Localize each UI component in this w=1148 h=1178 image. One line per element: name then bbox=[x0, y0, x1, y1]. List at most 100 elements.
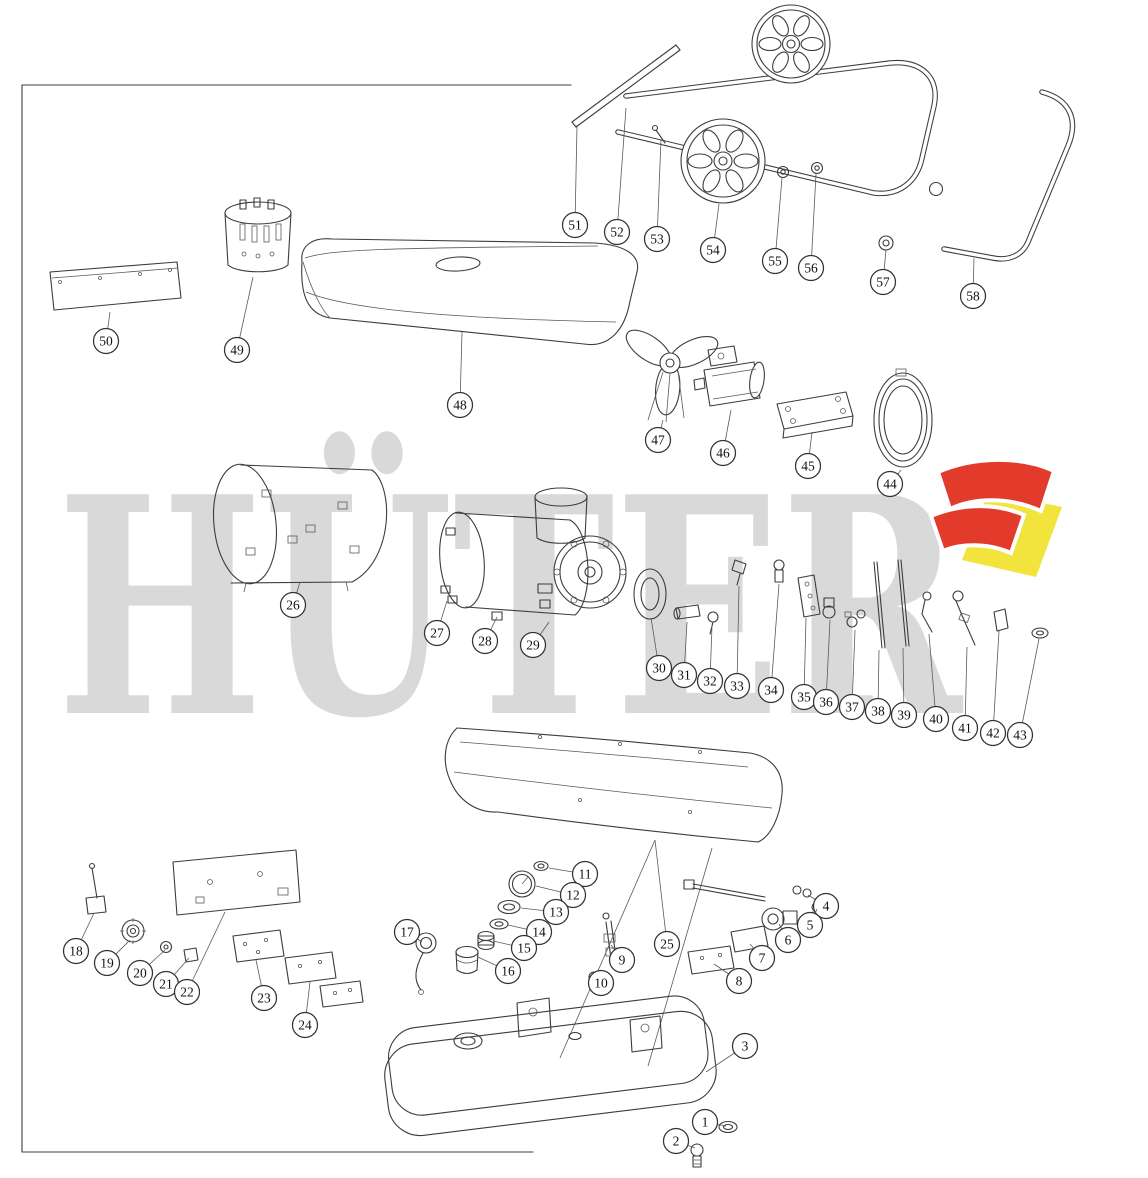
callout-4: 4 bbox=[807, 892, 840, 920]
callout-circle bbox=[587, 969, 615, 997]
callout-circle bbox=[709, 439, 737, 467]
callout-18: 18 bbox=[62, 912, 95, 965]
callout-22: 22 bbox=[173, 911, 226, 1006]
combustion-insert-part bbox=[224, 197, 292, 273]
callout-circle bbox=[92, 327, 120, 355]
callout-17: 17 bbox=[393, 918, 423, 946]
callout-number: 34 bbox=[764, 683, 778, 698]
leader-line bbox=[770, 583, 780, 691]
callout-circle bbox=[519, 631, 547, 659]
callout-number: 24 bbox=[298, 1018, 312, 1033]
callout-circle bbox=[223, 336, 251, 364]
fan-part bbox=[625, 329, 719, 423]
logo-red-band-top bbox=[935, 457, 1057, 514]
leader-line bbox=[964, 646, 968, 729]
callout-circle bbox=[423, 619, 451, 647]
burner-chamber-assembly bbox=[439, 487, 627, 621]
leader-line bbox=[810, 173, 817, 269]
callout-number: 7 bbox=[759, 951, 766, 966]
watermark: HÜTER bbox=[57, 427, 965, 784]
logo-red-band-bottom bbox=[928, 504, 1027, 556]
callout-16: 16 bbox=[477, 956, 522, 985]
callout-15: 15 bbox=[492, 934, 538, 962]
callout-41: 41 bbox=[951, 646, 979, 742]
lower-shell-part bbox=[444, 727, 783, 843]
knob-part bbox=[878, 235, 894, 251]
callout-number: 52 bbox=[610, 225, 624, 240]
callout-21: 21 bbox=[152, 957, 190, 998]
callout-circle bbox=[93, 949, 121, 977]
callout-29: 29 bbox=[519, 621, 550, 659]
power-cord-coil-part bbox=[873, 368, 933, 468]
callout-circle bbox=[796, 911, 824, 939]
callout-number: 39 bbox=[897, 708, 911, 723]
callout-44: 44 bbox=[876, 469, 904, 498]
callout-circle bbox=[561, 211, 589, 239]
callout-number: 8 bbox=[736, 974, 743, 989]
callout-2: 2 bbox=[662, 1127, 696, 1155]
callout-number: 44 bbox=[883, 477, 897, 492]
callout-number: 6 bbox=[785, 933, 792, 948]
callout-circle bbox=[725, 967, 753, 995]
callout-circle bbox=[959, 282, 987, 310]
callout-circle bbox=[494, 957, 522, 985]
callout-number: 31 bbox=[677, 668, 691, 683]
callout-circle bbox=[446, 391, 474, 419]
callout-number: 16 bbox=[501, 964, 515, 979]
callout-55: 55 bbox=[761, 177, 789, 275]
callout-circle bbox=[644, 426, 672, 454]
callout-number: 53 bbox=[650, 232, 664, 247]
callout-number: 15 bbox=[517, 941, 531, 956]
leader-line bbox=[825, 619, 831, 703]
callout-circle bbox=[757, 676, 785, 704]
callout-circle bbox=[869, 268, 897, 296]
callout-1: 1 bbox=[691, 1108, 727, 1136]
callout-number: 43 bbox=[1013, 728, 1027, 743]
callout-38: 38 bbox=[864, 649, 892, 725]
callout-24: 24 bbox=[291, 981, 319, 1039]
callout-number: 38 bbox=[871, 704, 885, 719]
callout-circle bbox=[662, 1127, 690, 1155]
callout-circle bbox=[291, 1011, 319, 1039]
callout-circle bbox=[471, 627, 499, 655]
callout-circle bbox=[723, 672, 751, 700]
callout-number: 4 bbox=[823, 899, 830, 914]
callout-48: 48 bbox=[446, 331, 474, 419]
callout-circle bbox=[774, 926, 802, 954]
callout-number: 2 bbox=[673, 1134, 680, 1149]
callout-number: 25 bbox=[660, 937, 674, 952]
callout-number: 57 bbox=[876, 275, 890, 290]
brand-logo bbox=[928, 457, 1062, 577]
callout-circle bbox=[794, 452, 822, 480]
callout-28: 28 bbox=[471, 616, 499, 655]
callout-number: 23 bbox=[257, 991, 271, 1006]
callout-circle bbox=[797, 254, 825, 282]
callout-number: 46 bbox=[716, 446, 730, 461]
callout-circle bbox=[890, 701, 918, 729]
callout-circle bbox=[571, 860, 599, 888]
callout-circle bbox=[1006, 721, 1034, 749]
callout-circle bbox=[645, 654, 673, 682]
callout-56: 56 bbox=[797, 173, 825, 282]
callout-19: 19 bbox=[93, 939, 131, 977]
callout-number: 55 bbox=[768, 254, 782, 269]
callout-31: 31 bbox=[670, 621, 698, 689]
motor-bracket-part bbox=[776, 391, 854, 439]
callout-39: 39 bbox=[890, 647, 918, 729]
callout-number: 11 bbox=[579, 867, 592, 882]
pin-part bbox=[651, 124, 666, 144]
axle-rod-part bbox=[571, 44, 681, 128]
callout-3: 3 bbox=[705, 1032, 759, 1073]
callout-47: 47 bbox=[644, 419, 672, 454]
frame-knob bbox=[928, 181, 944, 197]
callout-number: 41 bbox=[958, 721, 972, 736]
leader-line bbox=[1019, 638, 1040, 736]
leader-line bbox=[992, 630, 1000, 734]
leader-line bbox=[928, 633, 937, 720]
callout-circle bbox=[812, 688, 840, 716]
callout-circle bbox=[643, 225, 671, 253]
leader-line bbox=[654, 839, 668, 945]
callout-circle bbox=[279, 591, 307, 619]
callout-42: 42 bbox=[979, 630, 1007, 747]
